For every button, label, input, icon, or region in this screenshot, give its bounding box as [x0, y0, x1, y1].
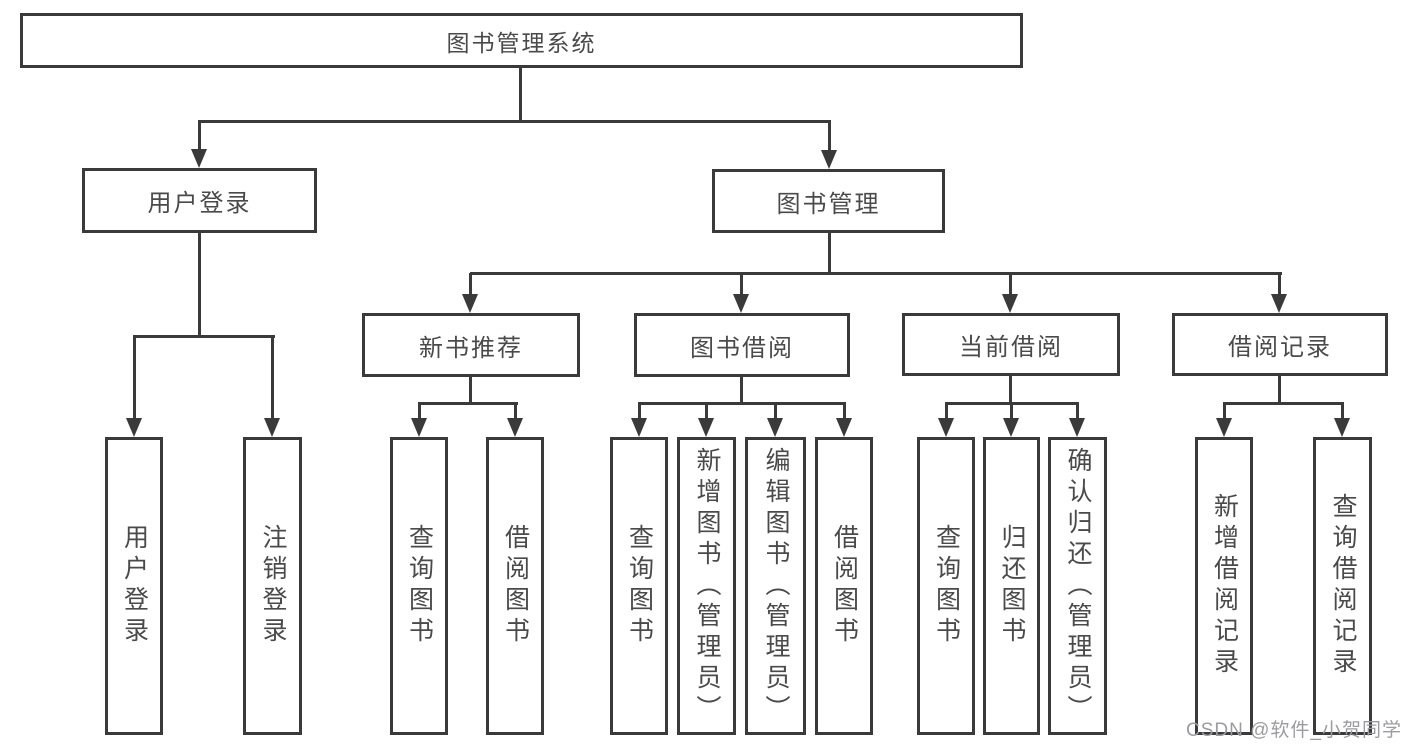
arrow-down-icon — [1002, 294, 1018, 313]
connector-line — [828, 233, 831, 275]
arrow-down-icon — [836, 418, 852, 437]
connector-line — [133, 336, 136, 420]
connector-line — [469, 273, 472, 296]
connector-line — [638, 402, 846, 405]
arrow-down-icon — [1334, 418, 1350, 437]
connector-line — [133, 335, 275, 338]
connector-line — [418, 402, 518, 405]
leaf-query-books-recommend-label: 查询图书 — [405, 524, 434, 648]
leaf-query-books-current-label: 查询图书 — [932, 524, 961, 648]
connector-line — [469, 376, 472, 405]
arrow-down-icon — [126, 418, 142, 437]
arrow-down-icon — [264, 418, 280, 437]
leaf-query-borrow-record-label: 查询借阅记录 — [1329, 493, 1357, 679]
leaf-borrow-books-recommend: 借阅图书 — [486, 437, 544, 735]
leaf-borrow-books-recommend-label: 借阅图书 — [501, 524, 530, 648]
arrow-down-icon — [1271, 294, 1287, 313]
arrow-down-icon — [733, 294, 749, 313]
node-current-borrowing: 当前借阅 — [902, 313, 1120, 376]
connector-line — [271, 336, 274, 420]
connector-line — [514, 403, 517, 419]
connector-line — [1009, 376, 1012, 405]
leaf-query-books-borrowing: 查询图书 — [610, 437, 668, 735]
leaf-user-login-label: 用户登录 — [120, 524, 149, 648]
leaf-logout-login: 注销登录 — [243, 437, 302, 735]
leaf-logout-login-label: 注销登录 — [259, 524, 287, 648]
connector-line — [198, 121, 201, 151]
connector-line — [198, 233, 201, 338]
arrow-down-icon — [462, 294, 478, 313]
connector-line — [1010, 403, 1013, 419]
leaf-confirm-return-admin: 确认归还（管理员） — [1048, 437, 1107, 735]
node-borrow-records: 借阅记录 — [1172, 313, 1388, 376]
leaf-return-books-label: 归还图书 — [998, 524, 1026, 648]
arrow-down-icon — [1003, 418, 1019, 437]
leaf-borrow-books-borrowing-label: 借阅图书 — [830, 524, 859, 648]
connector-line — [843, 403, 846, 419]
leaf-add-borrow-record: 新增借阅记录 — [1195, 437, 1253, 735]
connector-line — [1009, 273, 1012, 296]
leaf-query-books-recommend: 查询图书 — [390, 437, 448, 735]
connector-line — [418, 403, 421, 419]
leaf-borrow-books-borrowing: 借阅图书 — [815, 437, 873, 735]
connector-line — [519, 68, 522, 121]
arrow-down-icon — [631, 418, 647, 437]
node-root-label: 图书管理系统 — [446, 29, 597, 56]
connector-line — [638, 403, 641, 419]
node-book-borrowing: 图书借阅 — [634, 313, 850, 377]
node-new-book-recommend: 新书推荐 — [362, 313, 580, 377]
node-current-borrowing-label: 当前借阅 — [959, 334, 1063, 361]
leaf-query-books-borrowing-label: 查询图书 — [625, 524, 654, 648]
leaf-query-borrow-record: 查询借阅记录 — [1313, 437, 1372, 735]
connector-line — [740, 376, 743, 405]
connector-line — [1223, 403, 1226, 419]
connector-line — [705, 403, 708, 419]
connector-line — [740, 273, 743, 296]
arrow-down-icon — [938, 418, 954, 437]
node-book-management: 图书管理 — [712, 169, 945, 233]
leaf-return-books: 归还图书 — [983, 437, 1040, 735]
arrow-down-icon — [411, 418, 427, 437]
arrow-down-icon — [1216, 418, 1232, 437]
leaf-add-books-admin-label: 新增图书（管理员） — [693, 446, 721, 726]
node-root: 图书管理系统 — [20, 13, 1023, 68]
leaf-query-books-current: 查询图书 — [917, 437, 975, 735]
node-user-login: 用户登录 — [82, 168, 317, 233]
connector-line — [470, 272, 1282, 275]
connector-line — [1076, 403, 1079, 419]
arrow-down-icon — [767, 418, 783, 437]
arrow-down-icon — [1069, 418, 1085, 437]
leaf-confirm-return-admin-label: 确认归还（管理员） — [1064, 446, 1092, 726]
arrow-down-icon — [507, 418, 523, 437]
connector-line — [774, 403, 777, 419]
connector-line — [198, 120, 831, 123]
leaf-edit-books-admin-label: 编辑图书（管理员） — [762, 446, 790, 726]
connector-line — [1223, 402, 1344, 405]
connector-line — [828, 121, 831, 152]
leaf-add-books-admin: 新增图书（管理员） — [677, 437, 736, 735]
node-borrow-records-label: 借阅记录 — [1228, 334, 1332, 361]
connector-line — [1341, 403, 1344, 419]
connector-line — [1278, 376, 1281, 405]
connector-line — [1278, 273, 1281, 296]
arrow-down-icon — [821, 150, 837, 169]
csdn-watermark: CSDN @软件_小贺同学 — [1186, 720, 1402, 741]
leaf-edit-books-admin: 编辑图书（管理员） — [745, 437, 806, 735]
node-user-login-label: 用户登录 — [147, 190, 252, 217]
arrow-down-icon — [698, 418, 714, 437]
leaf-add-borrow-record-label: 新增借阅记录 — [1210, 493, 1239, 679]
node-book-management-label: 图书管理 — [776, 190, 881, 218]
arrow-down-icon — [191, 149, 207, 168]
leaf-user-login: 用户登录 — [105, 437, 163, 735]
node-book-borrowing-label: 图书借阅 — [690, 334, 794, 362]
connector-line — [945, 403, 948, 419]
node-new-book-recommend-label: 新书推荐 — [419, 334, 523, 362]
